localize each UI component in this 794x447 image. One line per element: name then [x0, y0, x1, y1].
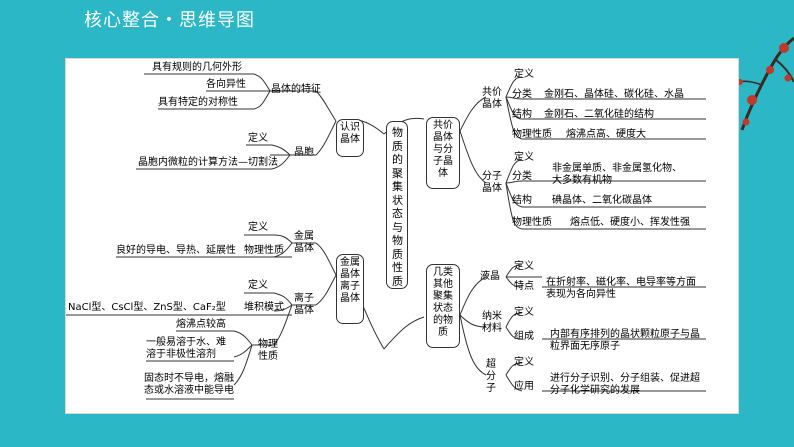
- center-topic-box: 物质的聚集状态与物质性质: [386, 121, 408, 289]
- metal-ionic-box: 金属晶体离子晶体: [336, 254, 364, 324]
- know-crystal-box: 认识晶体: [336, 119, 364, 157]
- cov-row-label: 物理性质: [512, 129, 552, 140]
- cell-head: 晶胞: [294, 147, 314, 158]
- mol-row-value: 熔点低、硬度小、挥发性强: [570, 217, 690, 228]
- ionic-phys-item: 固态时不导电，熔融态或水溶液中能导电: [144, 373, 234, 396]
- covalent-molecular-label: 共价晶体与分子晶体: [433, 120, 453, 179]
- mol-row-label: 定义: [514, 152, 534, 163]
- cov-row-value: 熔沸点高、硬度大: [566, 129, 646, 140]
- covalent-molecular-box: 共价晶体与分子晶体: [426, 117, 460, 189]
- metal-head: 金属晶体: [294, 231, 314, 254]
- cov-row-label: 定义: [514, 69, 534, 80]
- ionic-phys-item: 熔沸点较高: [176, 319, 226, 330]
- lc-head: 液晶: [480, 271, 500, 282]
- molecular-head: 分子晶体: [482, 171, 502, 194]
- cov-row-value: 金刚石、二氧化硅的结构: [544, 109, 654, 120]
- lc-def: 定义: [514, 261, 534, 272]
- other-states-label: 几类其他聚集状态的物质: [433, 267, 453, 338]
- mind-map-board: 物质的聚集状态与物质性质 认识晶体 金属晶体离子晶体 共价晶体与分子晶体 几类其…: [65, 58, 739, 414]
- feature-item: 具有规则的几何外形: [152, 62, 242, 73]
- ionic-phys-item: 一般易溶于水、难溶于非极性溶剂: [146, 337, 226, 360]
- metal-phys-label: 物理性质: [244, 245, 284, 256]
- ionic-def: 定义: [248, 280, 268, 291]
- nano-def: 定义: [514, 307, 534, 318]
- features-head: 晶体的特征: [271, 84, 321, 95]
- cov-row-value: 金刚石、晶体硅、碳化硅、水晶: [544, 89, 684, 100]
- cov-row-label: 结构: [512, 109, 532, 120]
- cell-def: 定义: [248, 133, 268, 144]
- covalent-head: 共价晶体: [482, 87, 502, 110]
- nano-comp-label: 组成: [514, 331, 534, 342]
- mol-row-value: 非金属单质、非金属氢化物、大多数有机物: [552, 163, 682, 186]
- mol-row-value: 碘晶体、二氧化碳晶体: [552, 195, 652, 206]
- supra-app: 进行分子识别、分子组装、促进超分子化学研究的发展: [550, 373, 700, 396]
- know-crystal-label: 认识晶体: [340, 122, 360, 145]
- center-topic-text: 物质的聚集状态与物质性质: [392, 126, 403, 288]
- metal-def: 定义: [248, 222, 268, 233]
- nano-head: 纳米材料: [482, 311, 502, 334]
- other-states-box: 几类其他聚集状态的物质: [426, 264, 460, 348]
- lc-feature: 在折射率、磁化率、电导率等方面表现为各向异性: [546, 277, 696, 300]
- ionic-phys-label: 物理性质: [258, 339, 278, 362]
- supra-def: 定义: [514, 357, 534, 368]
- metal-ionic-label: 金属晶体离子晶体: [340, 257, 360, 304]
- supra-app-label: 应用: [514, 381, 534, 392]
- ionic-stack: NaCl型、CsCl型、ZnS型、CaF₂型: [68, 302, 226, 313]
- feature-item: 各向异性: [206, 79, 246, 90]
- lc-feature-label: 特点: [514, 281, 534, 292]
- plum-blossom-decoration: [737, 36, 794, 131]
- ionic-stack-label: 堆积模式: [244, 302, 284, 313]
- mol-row-label: 结构: [512, 195, 532, 206]
- feature-item: 具有特定的对称性: [158, 97, 238, 108]
- mol-row-label: 物理性质: [512, 217, 552, 228]
- cov-row-label: 分类: [512, 89, 532, 100]
- slide-title: 核心整合・思维导图: [84, 10, 255, 31]
- cell-method: 晶胞内微粒的计算方法—切割法: [138, 157, 278, 168]
- ionic-head: 离子晶体: [294, 293, 314, 316]
- nano-comp: 内部有序排列的晶状颗粒原子与晶粒界面无序原子: [550, 329, 700, 352]
- supra-head: 超分子: [486, 359, 496, 394]
- metal-phys: 良好的导电、导热、延展性: [116, 245, 236, 256]
- mol-row-label: 分类: [512, 171, 532, 182]
